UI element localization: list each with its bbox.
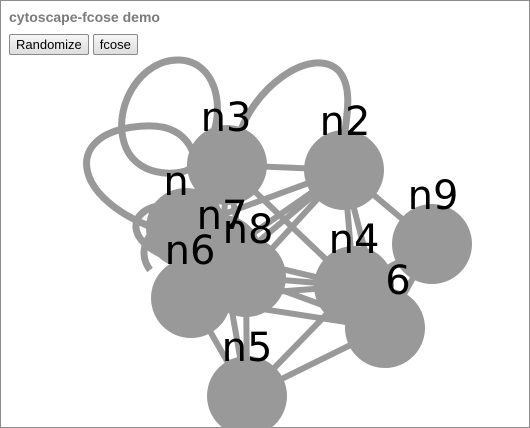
randomize-button[interactable]: Randomize (9, 34, 89, 55)
page-title: cytoscape-fcose demo (9, 9, 160, 25)
toolbar: Randomize fcose (9, 34, 138, 55)
node-n9[interactable] (392, 204, 472, 284)
node-n8[interactable] (206, 237, 286, 317)
node-n3[interactable] (187, 125, 267, 205)
fcose-button[interactable]: fcose (92, 34, 138, 55)
node-n5[interactable] (207, 356, 287, 428)
graph-nodes (146, 125, 472, 428)
node-n2[interactable] (304, 130, 384, 210)
node-n4[interactable] (314, 246, 394, 326)
